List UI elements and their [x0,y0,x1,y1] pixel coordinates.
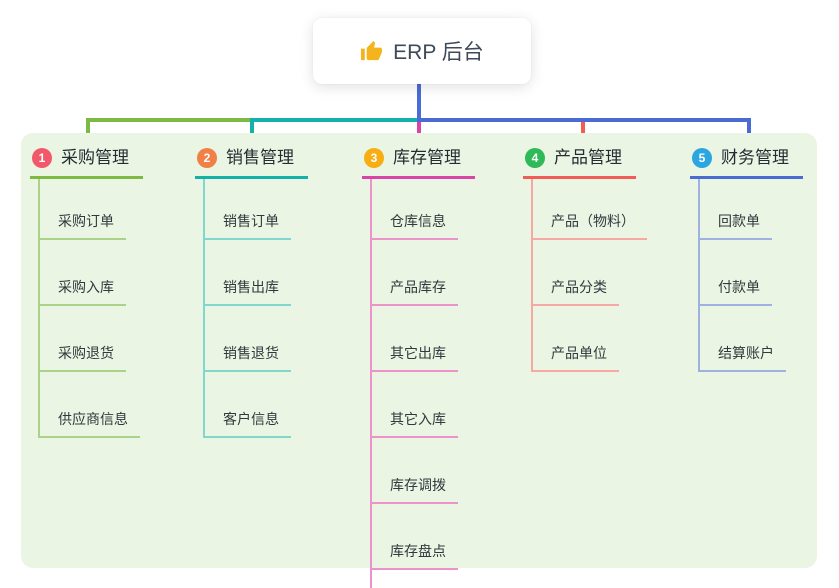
branch-title-label: 销售管理 [226,148,294,167]
child-node[interactable]: 付款单 [700,240,772,306]
children-list-finance: 回款单 付款单 结算账户 [698,179,786,372]
index-badge: 2 [197,148,217,168]
child-node[interactable]: 出库库明细 [372,570,472,588]
child-node[interactable]: 回款单 [700,179,772,240]
child-node[interactable]: 产品单位 [533,306,619,372]
children-list-sales: 销售订单 销售出库 销售退货 客户信息 [203,179,291,438]
index-badge: 3 [364,148,384,168]
root-title: ERP 后台 [393,41,484,64]
branch-title-label: 财务管理 [721,148,789,167]
branch-title-purchase[interactable]: 1 采购管理 [30,146,143,179]
child-node[interactable]: 产品（物料） [533,179,647,240]
branch-title-label: 采购管理 [61,148,129,167]
child-node[interactable]: 库存盘点 [372,504,458,570]
index-badge: 5 [692,148,712,168]
children-list-purchase: 采购订单 采购入库 采购退货 供应商信息 [38,179,140,438]
children-list-inventory: 仓库信息 产品库存 其它出库 其它入库 库存调拨 库存盘点 出库库明细 [370,179,472,588]
child-node[interactable]: 产品分类 [533,240,619,306]
child-node[interactable]: 产品库存 [372,240,458,306]
child-node[interactable]: 销售订单 [205,179,291,240]
branches-panel [21,133,817,568]
child-node[interactable]: 客户信息 [205,372,291,438]
child-node[interactable]: 其它入库 [372,372,458,438]
thumbs-up-icon [361,40,383,60]
branch-title-product[interactable]: 4 产品管理 [523,146,636,179]
branch-title-label: 库存管理 [393,148,461,167]
branch-title-finance[interactable]: 5 财务管理 [690,146,803,179]
child-node[interactable]: 结算账户 [700,306,786,372]
index-badge: 1 [32,148,52,168]
child-node[interactable]: 供应商信息 [40,372,140,438]
child-node[interactable]: 仓库信息 [372,179,458,240]
child-node[interactable]: 采购入库 [40,240,126,306]
child-node[interactable]: 采购退货 [40,306,126,372]
root-node[interactable]: ERP 后台 [313,18,531,84]
child-node[interactable]: 销售出库 [205,240,291,306]
branch-title-sales[interactable]: 2 销售管理 [195,146,308,179]
child-node[interactable]: 库存调拨 [372,438,458,504]
children-list-product: 产品（物料） 产品分类 产品单位 [531,179,647,372]
child-node[interactable]: 销售退货 [205,306,291,372]
branch-title-label: 产品管理 [554,148,622,167]
branch-title-inventory[interactable]: 3 库存管理 [362,146,475,179]
index-badge: 4 [525,148,545,168]
child-node[interactable]: 其它出库 [372,306,458,372]
child-node[interactable]: 采购订单 [40,179,126,240]
